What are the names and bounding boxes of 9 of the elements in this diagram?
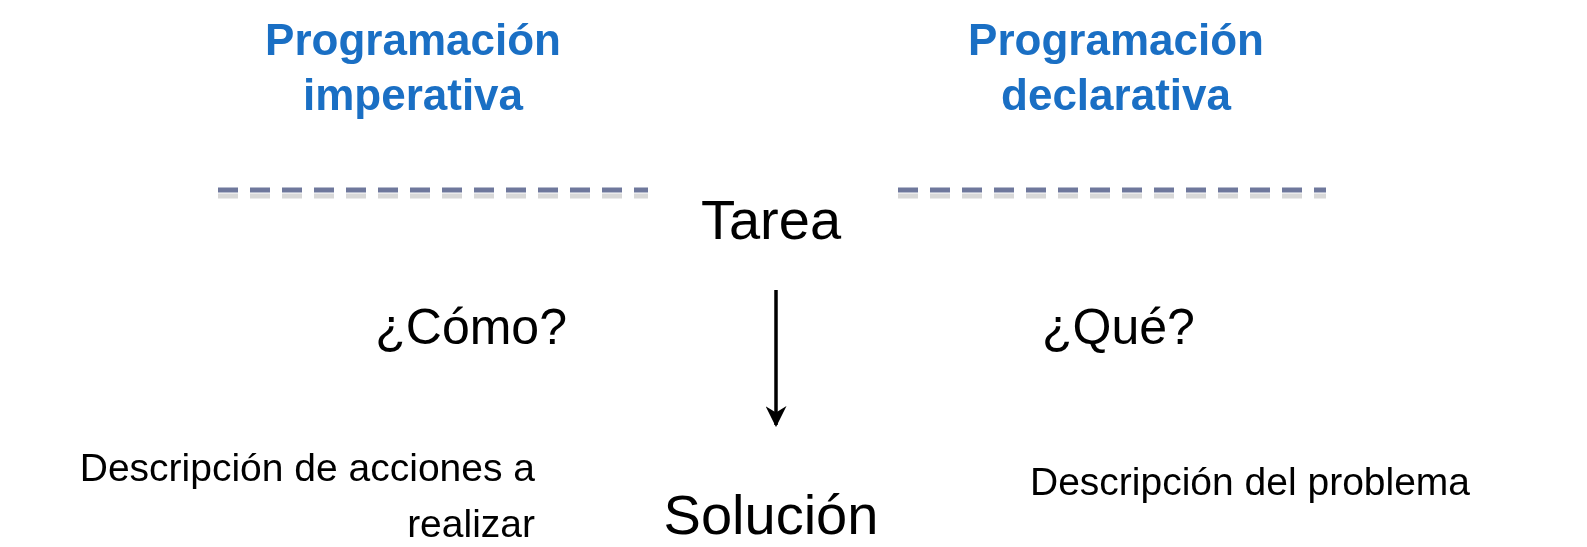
node-text: Tarea	[671, 185, 871, 255]
node-text: Solución	[641, 480, 901, 547]
question-text: ¿Qué?	[1042, 298, 1196, 357]
question-text: ¿Cómo?	[374, 298, 567, 357]
heading: Programación imperativa	[264, 14, 562, 121]
heading: Programación declarativa	[967, 14, 1265, 121]
description-text: Descripción de acciones a realizar	[78, 445, 535, 547]
arrow	[765, 290, 787, 428]
description-text: Descripción del problema	[1030, 459, 1472, 505]
